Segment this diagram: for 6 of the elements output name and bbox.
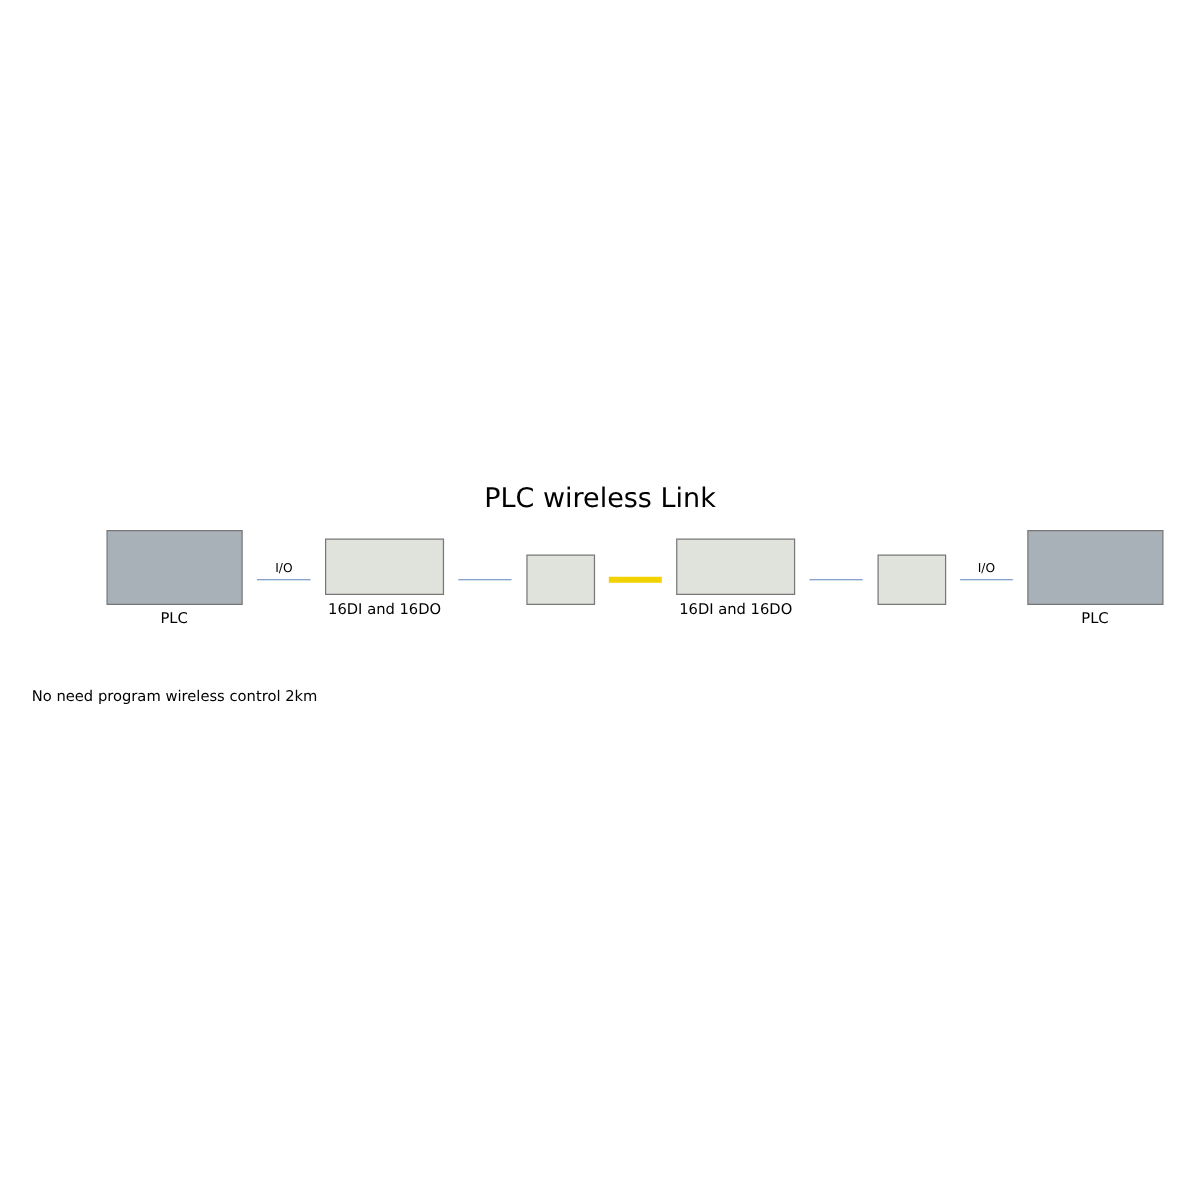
connector: [256, 579, 312, 581]
connector: [959, 579, 1014, 581]
connector: [608, 576, 662, 583]
connector: [457, 579, 513, 581]
diagram-title: PLC wireless Link: [484, 483, 716, 516]
connector: [808, 579, 864, 581]
